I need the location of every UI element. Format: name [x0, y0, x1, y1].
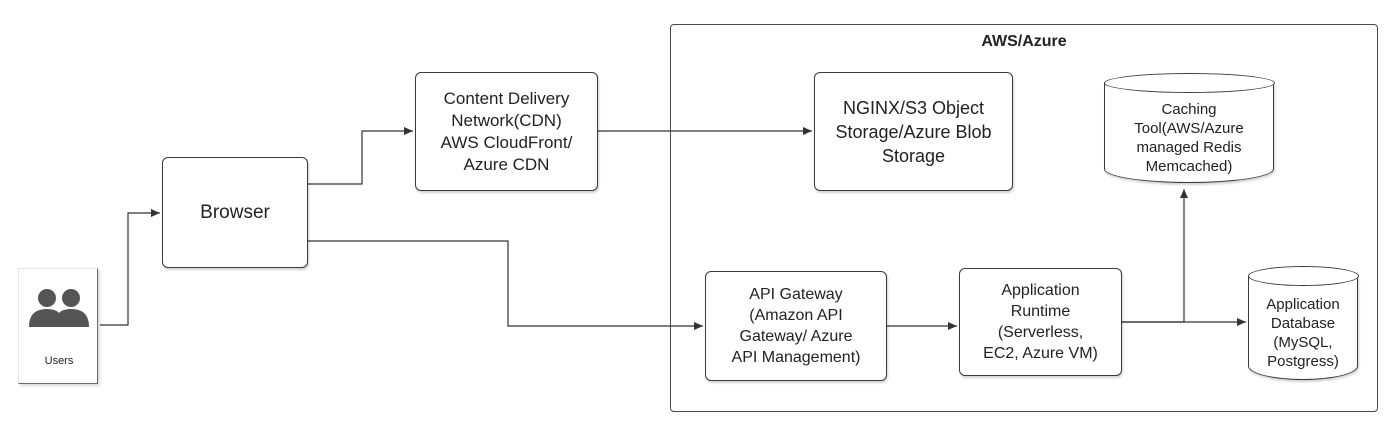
application-database-node: Application Database (MySQL, Postgress)	[1247, 266, 1359, 380]
application-runtime-node: Application Runtime (Serverless, EC2, Az…	[959, 268, 1122, 376]
caching-tool-node: Caching Tool(AWS/Azure managed Redis Mem…	[1103, 73, 1275, 183]
region-title: AWS/Azure	[981, 33, 1067, 50]
edge-browser-to-cdn	[308, 127, 413, 185]
edge-runtime-to-cache	[1122, 189, 1188, 323]
edge-users-to-browser	[100, 209, 160, 326]
api-gateway-node: API Gateway (Amazon API Gateway/ Azure A…	[705, 271, 887, 381]
users-label: Users	[44, 355, 74, 367]
edge-browser-to-gateway	[308, 240, 703, 330]
users-group-icon	[29, 289, 89, 327]
cdn-node: Content Delivery Network(CDN) AWS CloudF…	[415, 72, 598, 191]
caching-tool-label: Caching Tool(AWS/Azure managed Redis Mem…	[1134, 100, 1244, 175]
browser-node: Browser	[162, 157, 308, 268]
object-storage-node: NGINX/S3 Object Storage/Azure Blob Stora…	[814, 72, 1013, 191]
users-actor: Users	[18, 268, 98, 384]
application-database-label: Application Database (MySQL, Postgress)	[1266, 295, 1340, 370]
